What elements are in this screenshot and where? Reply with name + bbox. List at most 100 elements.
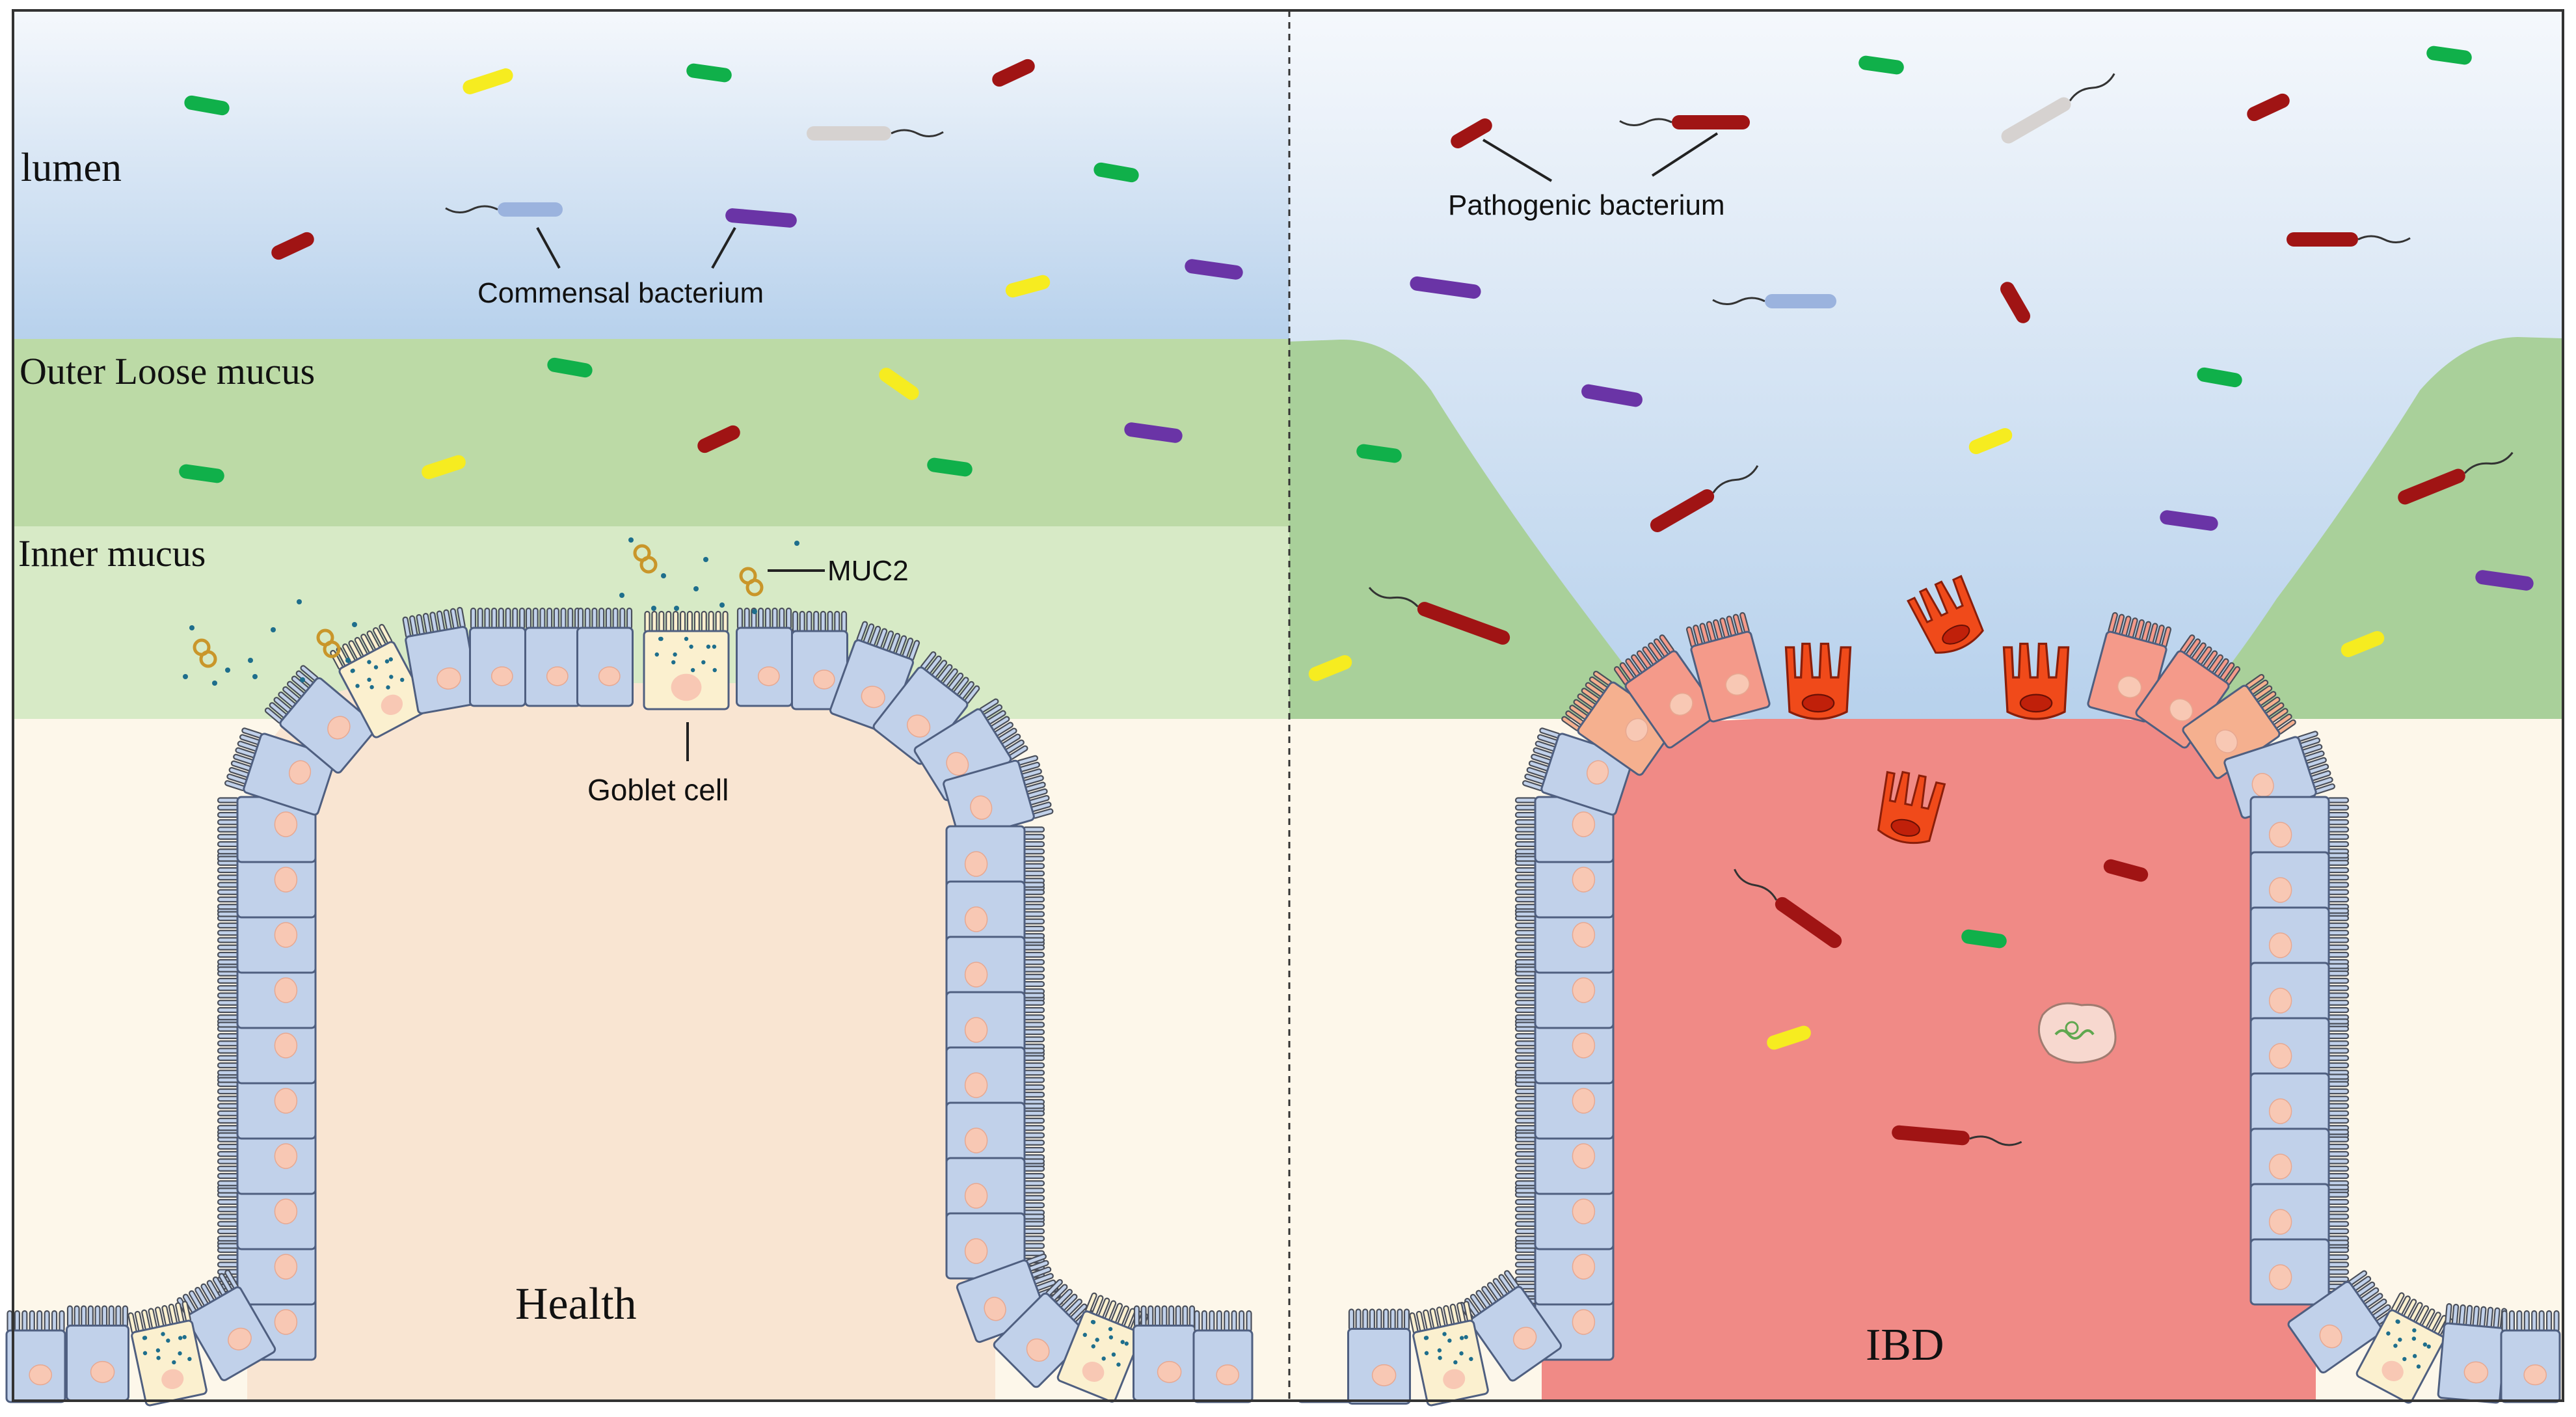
cell-body [1056, 1310, 1142, 1403]
microvilli [402, 606, 466, 639]
muc2-dot [212, 681, 217, 686]
bacterium [1451, 118, 1492, 148]
lumen-label: lumen [21, 146, 122, 190]
mucin-granules [350, 657, 405, 690]
bacterium [445, 202, 563, 217]
microvilli [217, 1073, 240, 1139]
epithelial-cell [1514, 1127, 1615, 1195]
nucleus [274, 1088, 298, 1114]
nucleus [161, 1369, 184, 1390]
outer-mucus-label: Outer Loose mucus [20, 350, 315, 392]
nucleus [2319, 1324, 2342, 1349]
health-label: Health [515, 1279, 637, 1329]
nucleus [1572, 811, 1596, 837]
bacterium-body [2001, 97, 2071, 144]
nucleus [274, 1032, 298, 1059]
nucleus [274, 1254, 298, 1280]
goblet-cell [330, 624, 429, 738]
microvilli [1409, 1301, 1473, 1334]
bacterium-body [1767, 1025, 1811, 1050]
cell-body [643, 630, 730, 710]
muc2-dot [619, 593, 624, 598]
epithelial-cell [945, 936, 1045, 1003]
bacterium-body [1961, 929, 2007, 949]
commensal-callout: Commensal bacterium [477, 227, 764, 309]
microvilli [2501, 1310, 2560, 1333]
epithelial-cell [1514, 906, 1615, 974]
epithelial-cell [264, 665, 378, 774]
epithelial-cell [2249, 796, 2350, 863]
microvilli [217, 797, 240, 862]
microvilli [577, 607, 633, 630]
bacterium-body [1968, 428, 2013, 454]
bacterium-body [422, 455, 466, 479]
flagellum [891, 129, 944, 137]
bacterium [1356, 444, 1402, 463]
goblet-cell [2355, 1292, 2454, 1404]
microvilli [1022, 826, 1045, 891]
bacterium-body [927, 457, 973, 477]
epithelial-cell [1133, 1305, 1196, 1401]
nucleus [274, 977, 298, 1003]
epithelial-cell [1514, 1072, 1615, 1140]
bacterium-body [2426, 46, 2472, 65]
mucin-granules [142, 1332, 192, 1365]
epithelial-cell [1514, 796, 1615, 863]
microvilli [2245, 673, 2296, 735]
muc2-dot [225, 668, 230, 673]
epithelial-cell [217, 851, 317, 919]
villus-core [247, 683, 995, 1401]
microvilli [1514, 797, 1538, 862]
nucleus [1512, 1327, 1537, 1350]
epithelial-cell [217, 906, 317, 974]
goblet-cell [643, 610, 730, 710]
health-panel [5, 10, 1358, 1407]
bacterium-body [1765, 294, 1836, 308]
nucleus [2215, 729, 2238, 753]
nucleus [2523, 1364, 2547, 1386]
bacterium [1368, 587, 1510, 645]
microvilli [217, 908, 240, 973]
microvilli [2179, 634, 2241, 686]
nucleus [2463, 1361, 2489, 1384]
microvilli [1022, 1103, 1045, 1168]
microvilli [1514, 963, 1538, 1028]
nucleus [970, 795, 993, 820]
epithelial-cell [5, 1310, 66, 1403]
nucleus [2169, 698, 2194, 722]
nucleus [2268, 822, 2292, 848]
microvilli [979, 698, 1028, 761]
eroded-mucus-right [2186, 337, 2563, 719]
epithelial-cell [217, 1183, 317, 1250]
microvilli [217, 852, 240, 917]
microvilli [2326, 797, 2350, 862]
microvilli [217, 1129, 240, 1194]
muc2-molecule [633, 544, 658, 574]
microvilli [2326, 1018, 2350, 1083]
bacterium [1410, 276, 1481, 299]
bacterium [879, 368, 919, 400]
nucleus [812, 669, 835, 690]
nucleus [1157, 1360, 1182, 1383]
bacterium [2341, 631, 2385, 657]
immune-cell [2037, 1002, 2117, 1064]
bacterium-body [2197, 367, 2242, 388]
muc2-dot [661, 573, 666, 578]
flagellum [1712, 465, 1759, 494]
nucleus [964, 1183, 988, 1209]
cell-body [736, 627, 793, 707]
microvilli [2326, 908, 2350, 973]
nucleus [29, 1364, 53, 1386]
nucleus [274, 922, 298, 948]
nucleus [2268, 877, 2292, 903]
bacterium [547, 357, 593, 378]
muc2-dot [703, 557, 708, 562]
bacterium [1734, 869, 1842, 949]
goblet-label: Goblet cell [587, 773, 729, 807]
nucleus [1572, 1198, 1596, 1224]
bacterium [184, 95, 230, 116]
nucleus [288, 760, 312, 785]
nucleus [1572, 867, 1596, 893]
nucleus [1082, 1361, 1105, 1382]
nucleus [964, 1238, 988, 1264]
